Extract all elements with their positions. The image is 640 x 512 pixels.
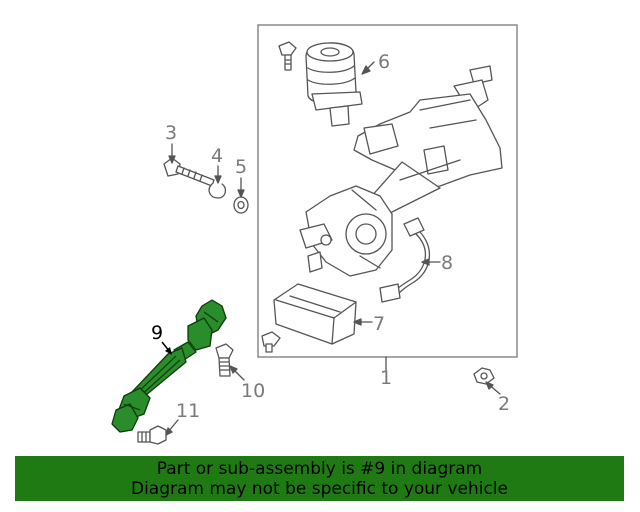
leader-lines [161, 61, 501, 436]
callout-7: 7 [373, 313, 385, 335]
motor-part-6[interactable] [305, 42, 363, 127]
banner-line-2: Diagram may not be specific to your vehi… [130, 479, 508, 499]
washer-part-5[interactable] [233, 196, 249, 214]
callout-2: 2 [498, 393, 510, 415]
bolt-part-10[interactable] [215, 343, 234, 377]
callout-5: 5 [235, 156, 247, 178]
control-module-part-7[interactable] [273, 283, 357, 345]
callout-6: 6 [378, 51, 390, 73]
callout-11: 11 [176, 400, 200, 422]
assembly-box [257, 24, 518, 358]
callout-1: 1 [380, 367, 392, 389]
callout-3: 3 [165, 122, 177, 144]
callout-8: 8 [441, 252, 453, 274]
bolt-part-11[interactable] [137, 425, 167, 445]
nut-part-2[interactable] [473, 367, 495, 385]
wire-harness-part-8[interactable] [379, 217, 430, 303]
bolt-top-left[interactable] [278, 41, 297, 71]
intermediate-shaft-part-9[interactable] [111, 299, 227, 433]
callout-10: 10 [241, 380, 265, 402]
banner-line-1: Part or sub-assembly is #9 in diagram [156, 459, 483, 479]
bolt-module[interactable] [261, 331, 281, 353]
spring-washer-part-4[interactable] [208, 183, 227, 199]
callout-9: 9 [151, 322, 163, 344]
info-banner: Part or sub-assembly is #9 in diagram Di… [15, 456, 624, 501]
parts-diagram: 6 3 4 5 8 7 9 1 10 2 11 [111, 24, 518, 445]
callout-4: 4 [211, 145, 223, 167]
steering-column-part-1[interactable] [299, 65, 503, 277]
